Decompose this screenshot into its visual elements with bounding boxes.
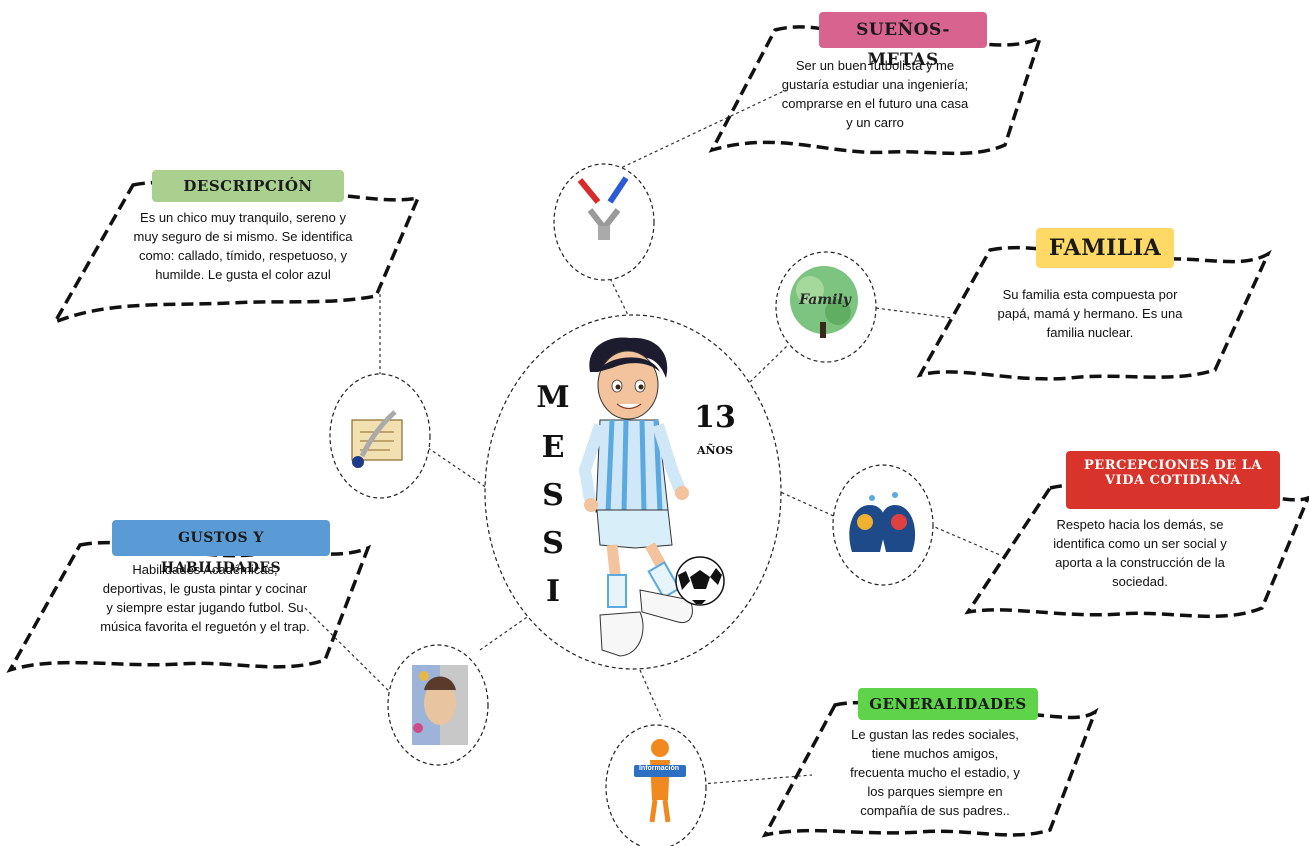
suenos-icon-circle [553, 163, 655, 281]
suenos-title: SUEÑOS-METAS [819, 12, 987, 70]
name-letter-e: E [541, 430, 565, 465]
name-letter-i: I [545, 574, 561, 609]
percepciones-text: Respeto hacia los demás, se identifica c… [1053, 517, 1227, 589]
age-number: 13 [694, 400, 736, 435]
person-info-icon [634, 739, 686, 823]
soccer-player-icon [578, 337, 725, 657]
heads-puzzle-icon [849, 492, 916, 552]
suenos-text: Ser un buen futbolista y me gustaría est… [781, 58, 969, 130]
name-letter-s2: S [542, 526, 564, 561]
family-tree-icon [790, 266, 858, 338]
crossroads-arrows-icon [577, 176, 629, 240]
family-word-label: Family [799, 292, 851, 308]
generalidades-text: Le gustan las redes sociales, tiene much… [850, 727, 1020, 818]
info-word-label: Información [638, 765, 680, 772]
name-letter-s1: S [542, 478, 564, 513]
familia-title: FAMILIA [1036, 228, 1174, 268]
gustos-text: Habilidades Académicas, deportivas, le g… [100, 562, 310, 634]
generalidades-title: GENERALIDADES [858, 688, 1038, 720]
face-art-icon [412, 665, 468, 745]
familia-text: Su familia esta compuesta por papá, mamá… [997, 287, 1183, 340]
scroll-quill-icon [351, 410, 403, 468]
descripcion-title: DESCRIPCIÓN [152, 170, 344, 202]
gustos-title: GUSTOS Y HABILIDADES [112, 520, 330, 576]
percepciones-title: PERCEPCIONES DE LA VIDA COTIDIANA [1066, 451, 1280, 509]
age-unit: AÑOS [696, 444, 734, 457]
generalidades-callout-shape [761, 700, 1099, 838]
descripcion-text: Es un chico muy tranquilo, sereno y muy … [133, 210, 353, 282]
name-letter-m: M [536, 380, 570, 415]
